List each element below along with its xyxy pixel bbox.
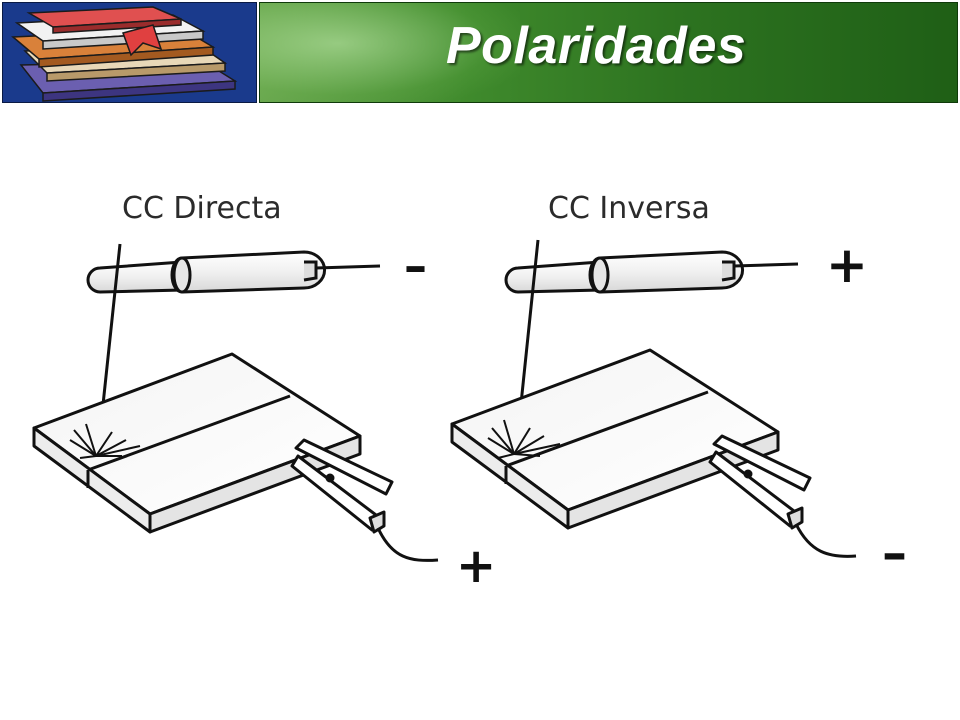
ground-clamp (290, 438, 394, 534)
slide-header: Polaridades (0, 0, 960, 105)
header-banner (259, 2, 958, 103)
electrode-holder (86, 250, 381, 294)
diagram-cc-inversa: CC Inversa + – (450, 191, 907, 582)
workpiece-plate (450, 348, 780, 530)
workpiece-polarity-sign: + (456, 538, 496, 594)
ground-clamp (708, 434, 812, 530)
electrode-holder (504, 250, 799, 294)
workpiece-polarity-sign: – (882, 524, 907, 582)
workpiece-plate (32, 352, 362, 534)
books-logo (2, 2, 257, 103)
cc-directa-label: CC Directa (122, 191, 282, 226)
electrode-polarity-sign: – (404, 239, 427, 293)
welding-photo-glow (260, 3, 520, 102)
arc-sparks (69, 423, 141, 459)
electrode-polarity-sign: + (826, 236, 868, 294)
ground-cable (376, 527, 439, 562)
ground-cable (794, 523, 857, 558)
arc-sparks (487, 419, 561, 459)
page-title: Polaridades (446, 17, 747, 75)
cc-inversa-label: CC Inversa (548, 191, 710, 226)
diagram-cc-directa: CC Directa (32, 191, 496, 594)
books-stack-icon (11, 6, 238, 102)
